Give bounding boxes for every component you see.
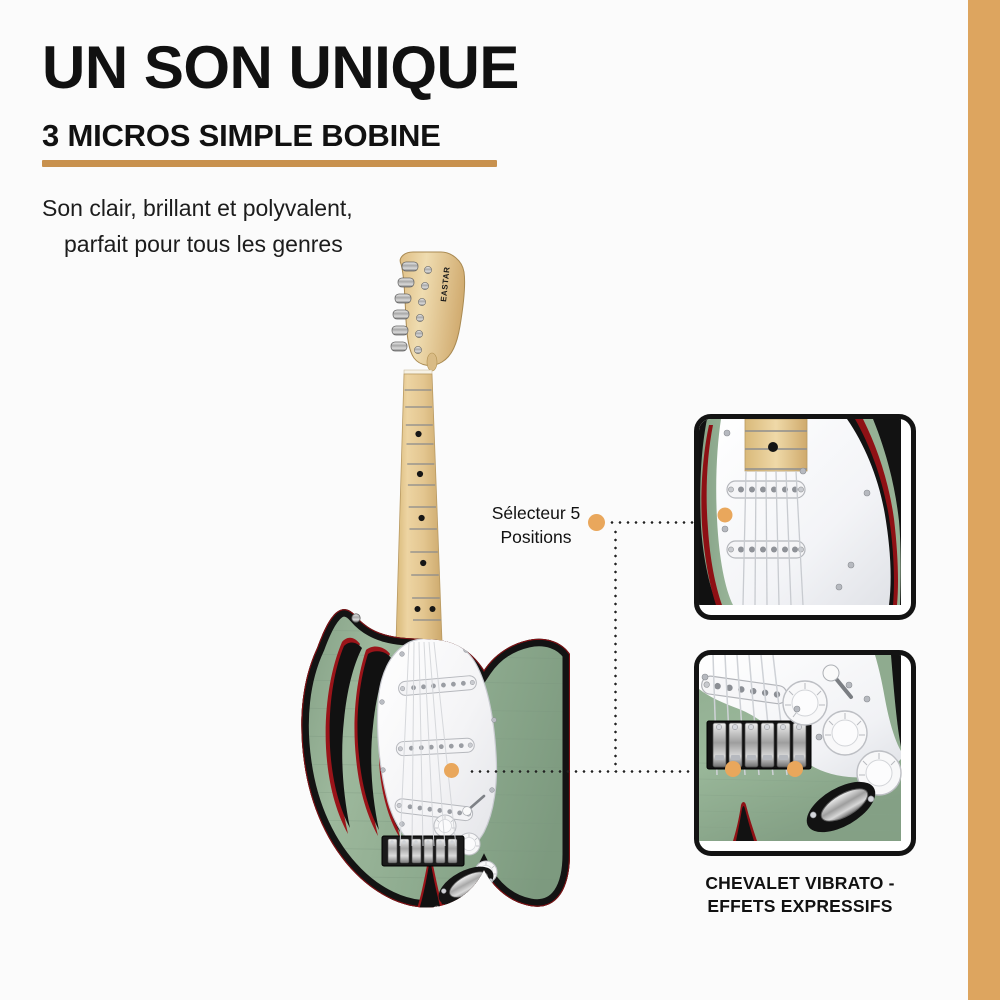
description-line-1: Son clair, brillant et polyvalent, [42,195,353,221]
selector-switch [462,794,486,816]
inset-bridge-caption-line-2: EFFETS EXPRESSIFS [707,895,893,916]
bridge-marker-left [725,761,741,777]
inset-knobs [782,680,902,796]
guitar-illustration: EASTAR [270,250,570,960]
page-subtitle: 3 MICROS SIMPLE BOBINE [42,118,441,153]
connector-line-vertical [614,528,617,772]
inset-pickups [694,414,916,620]
inset-bridge-caption-line-1: CHEVALET VIBRATO - [705,873,895,893]
callout-selector-line-1: Sélecteur 5 [491,503,581,523]
guitar-body [301,609,570,908]
inset-bridge [694,650,916,856]
inset-output-jack [806,781,876,833]
pickups [394,675,477,822]
accent-underline [42,160,497,167]
neck-fretboard [395,373,443,643]
connector-line-bottom [468,770,696,773]
description-text: Son clair, brillant et polyvalent, parfa… [42,191,602,262]
fret-inlays [414,430,436,612]
svg-text:EASTAR: EASTAR [439,266,452,302]
inset-bridge-caption: CHEVALET VIBRATO - EFFETS EXPRESSIFS [660,872,940,918]
callout-selector-line-2: Positions [500,526,572,547]
bridge-marker-right [787,761,803,777]
callout-dot-label [588,514,605,531]
page-title: UN SON UNIQUE [42,34,519,101]
callout-dot-body [444,763,459,778]
inset-selector-switch [822,664,853,699]
strings [399,641,457,847]
callout-selector-label: Sélecteur 5 Positions [476,502,596,549]
description-line-2: parfait pour tous les genres [64,230,343,257]
headline-block: UN SON UNIQUE 3 MICROS SIMPLE BOBINE Son… [42,38,602,262]
connector-line-top [608,521,696,524]
headstock: EASTAR [390,251,466,375]
right-edge-stripe [968,0,1000,1000]
tuning-pegs [390,261,432,354]
